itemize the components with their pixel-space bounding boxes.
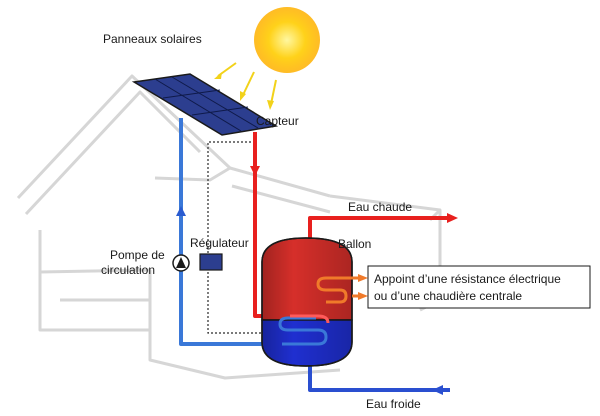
backup-arrow-out [358,292,368,300]
storage-tank [261,237,353,367]
label-tank: Ballon [338,237,371,251]
label-collector: Capteur [256,114,299,128]
regulator-box [199,253,223,271]
cold-water-arrow [432,385,443,395]
label-backup-line2: ou d’une chaudière centrale [374,289,522,303]
sun-rays [214,62,277,110]
hot-water-arrow [447,213,458,223]
backup-description-box [367,265,591,309]
label-pump-line1: Pompe de [110,248,165,262]
label-hot-water: Eau chaude [348,200,412,214]
regulator-wires [207,141,302,334]
label-pump-line2: circulation [101,263,155,277]
label-solar-panels: Panneaux solaires [103,32,202,46]
backup-arrow-in [358,274,368,282]
label-regulator: Régulateur [190,236,249,250]
label-backup-line1: Appoint d’une résistance électrique [374,272,561,286]
sun-icon [254,7,320,73]
hot-loop-arrow [250,166,260,176]
hot-water-outlet [308,216,452,244]
cold-loop-arrow [176,206,186,216]
cold-loop-pipe [179,118,282,346]
solar-coil [278,314,330,346]
label-cold-water: Eau froide [366,397,421,411]
pump-icon [172,254,190,272]
solar-panel-icon [131,73,279,136]
